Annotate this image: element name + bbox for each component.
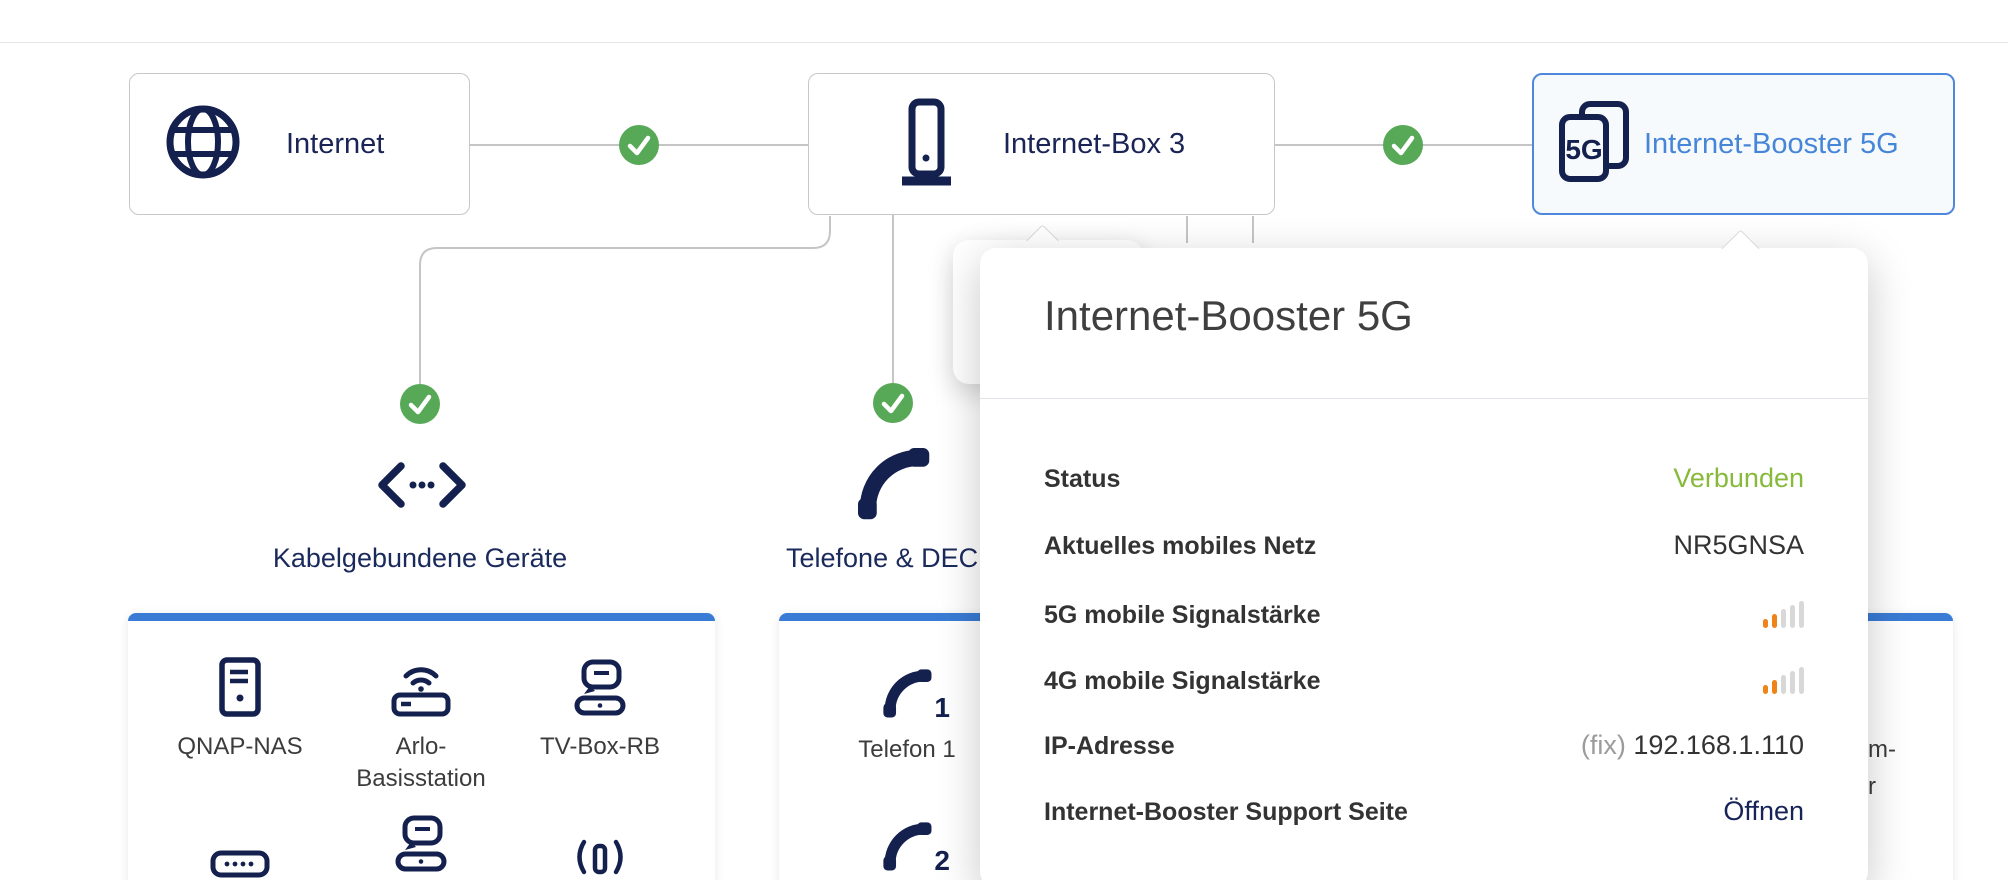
- link-ok-check-icon: [1383, 125, 1423, 165]
- device-name: QNAP-NAS: [177, 733, 303, 760]
- ip-address: 192.168.1.110: [1633, 730, 1804, 760]
- detail-row-ip: IP-Adresse (fix) 192.168.1.110: [1044, 732, 1804, 760]
- phone-number-badge: 2: [934, 845, 950, 876]
- detail-row-network: Aktuelles mobiles Netz NR5GNSA: [1044, 530, 1804, 560]
- detail-row-4g-signal: 4G mobile Signalstärke: [1044, 666, 1804, 695]
- group-wired-label[interactable]: Kabelgebundene Geräte: [272, 543, 568, 573]
- wired-devices-icon: [376, 462, 468, 513]
- list-item[interactable]: Arlo-Basisstation: [331, 657, 511, 795]
- list-item[interactable]: QNAP-NAS: [150, 657, 330, 763]
- phone-number-badge: 1: [934, 692, 950, 723]
- node-internet[interactable]: Internet: [129, 73, 470, 215]
- node-internet-box-3[interactable]: Internet-Box 3: [808, 73, 1275, 215]
- wired-devices-panel: QNAP-NAS Arlo-Basisstation: [128, 613, 715, 880]
- node-internet-booster-5g-label: Internet-Booster 5G: [1644, 127, 1899, 160]
- signal-strength-4g-icon: [1763, 666, 1804, 694]
- group-phones-label[interactable]: Telefone & DEC: [786, 543, 979, 573]
- header-divider: [0, 42, 2008, 43]
- tvbox-icon: [389, 813, 453, 873]
- phone-icon: 2: [880, 813, 950, 876]
- detail-label: Internet-Booster Support Seite: [1044, 798, 1408, 826]
- phone-icon: 1: [880, 660, 950, 723]
- list-item[interactable]: [150, 818, 330, 880]
- detail-row-status: Status Verbunden: [1044, 463, 1804, 493]
- popup-title: Internet-Booster 5G: [1044, 292, 1413, 339]
- node-internet-booster-5g[interactable]: 5G Internet-Booster 5G: [1532, 73, 1955, 215]
- detail-label: Status: [1044, 465, 1121, 493]
- detail-value: (fix) 192.168.1.110: [1581, 732, 1804, 759]
- open-support-link[interactable]: Öffnen: [1723, 796, 1804, 826]
- detail-row-support: Internet-Booster Support Seite Öffnen: [1044, 796, 1804, 826]
- link-ok-check-icon: [873, 383, 913, 423]
- list-item[interactable]: [510, 820, 690, 880]
- node-internet-box-3-label: Internet-Box 3: [1003, 127, 1186, 160]
- detail-label: IP-Adresse: [1044, 732, 1175, 760]
- ip-fix-prefix: (fix): [1580, 730, 1626, 760]
- router-icon: [899, 98, 955, 191]
- device-name: Telefon 1: [858, 736, 956, 763]
- device-name: Arlo-Basisstation: [356, 733, 486, 792]
- antenna-icon: [571, 820, 629, 880]
- signal-strength-5g-icon: [1763, 600, 1804, 628]
- link-ok-check-icon: [619, 125, 659, 165]
- globe-icon: [164, 103, 242, 186]
- detail-label: Aktuelles mobiles Netz: [1044, 532, 1317, 560]
- tvbox-icon: [568, 657, 632, 717]
- detail-value: NR5GNSA: [1673, 530, 1804, 560]
- device-name-fragment: r: [1868, 773, 1876, 800]
- node-internet-label: Internet: [286, 127, 385, 160]
- list-item[interactable]: 2: [817, 813, 997, 880]
- phone-icon: [853, 443, 933, 528]
- status-badge: Verbunden: [1673, 463, 1804, 493]
- list-item[interactable]: TV-Box-RB: [510, 657, 690, 763]
- detail-label: 5G mobile Signalstärke: [1044, 601, 1321, 629]
- booster-details-popup: Internet-Booster 5G Status Verbunden Akt…: [980, 229, 1868, 880]
- arlo-icon: [389, 657, 453, 717]
- device-name-fragment: m-: [1868, 736, 1896, 763]
- detail-row-5g-signal: 5G mobile Signalstärke: [1044, 600, 1804, 629]
- nas-icon: [218, 657, 262, 717]
- detail-label: 4G mobile Signalstärke: [1044, 667, 1321, 695]
- list-item[interactable]: [331, 813, 511, 880]
- list-item[interactable]: 1 Telefon 1: [817, 660, 997, 766]
- powerline-icon: [210, 818, 270, 878]
- popup-divider: [980, 398, 1868, 399]
- svg-text:5G: 5G: [1565, 134, 1602, 165]
- device-name: TV-Box-RB: [539, 733, 661, 760]
- booster-5g-icon: 5G: [1556, 100, 1632, 189]
- link-ok-check-icon: [400, 384, 440, 424]
